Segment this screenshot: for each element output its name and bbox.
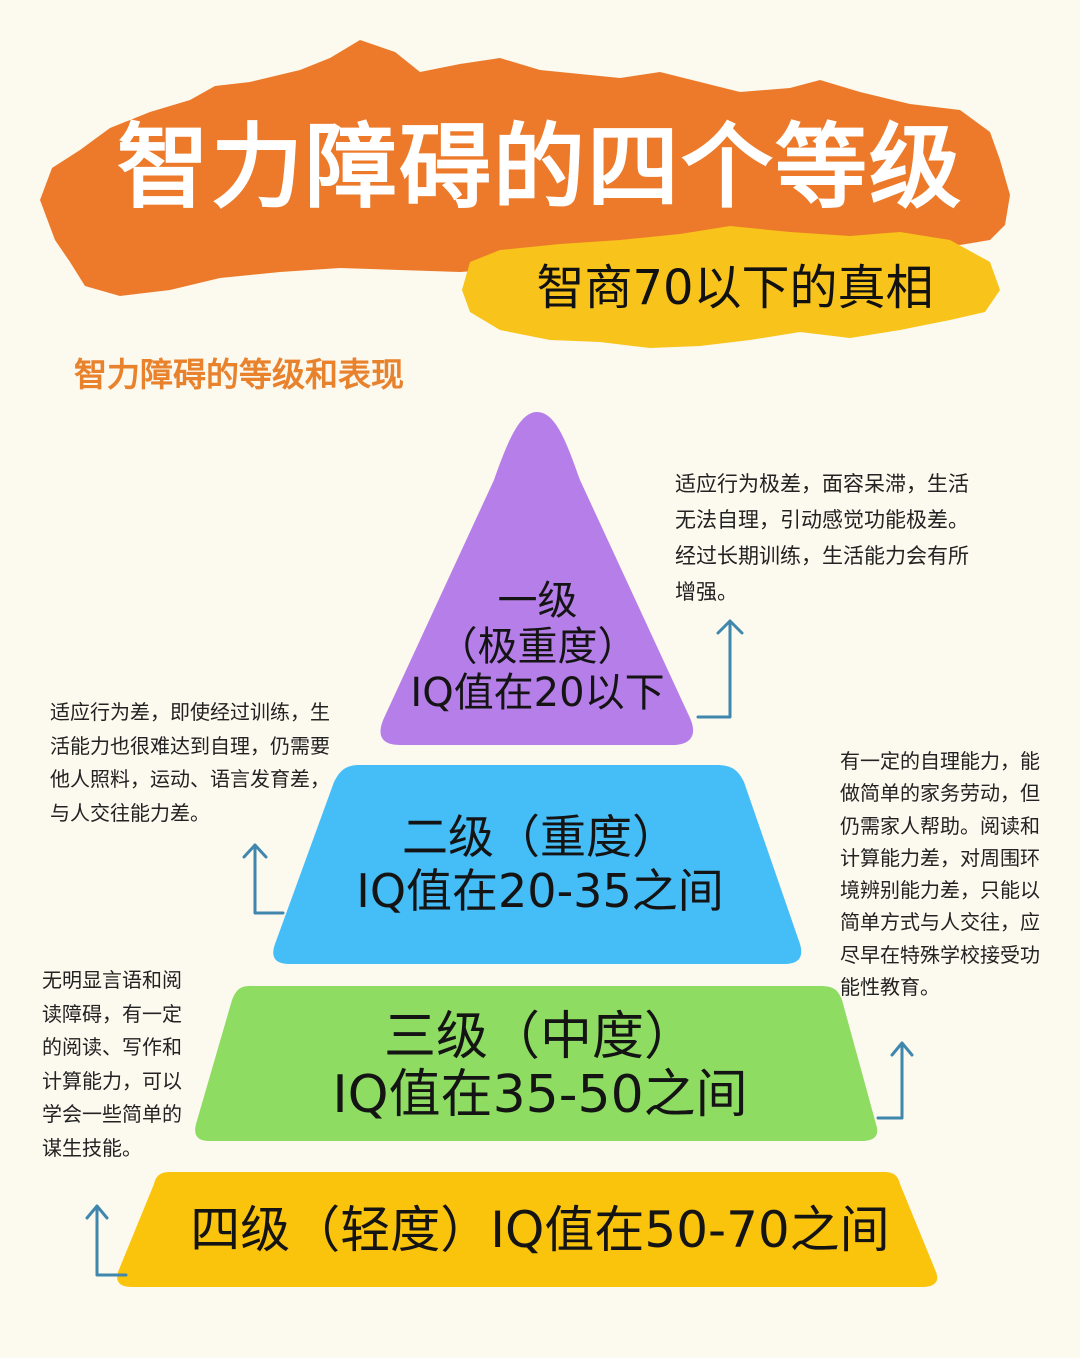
main-title: 智力障碍的四个等级 xyxy=(116,114,963,221)
tier-2-shape xyxy=(273,765,802,964)
tier-3-level: 三级（中度） xyxy=(383,1007,696,1067)
tier-2-level: 二级（重度） xyxy=(402,810,678,864)
arrow-icon xyxy=(876,1041,914,1120)
yellow-brush-stroke xyxy=(462,226,1000,348)
section-heading: 智力障碍的等级和表现 xyxy=(74,355,404,394)
tier-1-label: 一级 （极重度） IQ值在20以下 xyxy=(380,578,695,716)
tier-1-description: 适应行为极差，面容呆滞，生活无法自理，引动感觉功能极差。经过长期训练，生活能力会… xyxy=(675,472,969,604)
tier-1-iq-range: IQ值在20以下 xyxy=(410,670,665,716)
tier-4-label: 四级（轻度）IQ值在50-70之间 xyxy=(140,1200,940,1260)
tier-1-severity: （极重度） xyxy=(437,624,638,670)
arrow-icon xyxy=(696,619,744,719)
tier-4-full-label: 四级（轻度）IQ值在50-70之间 xyxy=(190,1201,890,1259)
tier-1-shape xyxy=(380,412,694,745)
tier-3-label: 三级（中度） IQ值在35-50之间 xyxy=(210,1008,870,1124)
tier-4-description: 无明显言语和阅读障碍，有一定的阅读、写作和计算能力，可以学会一些简单的谋生技能。 xyxy=(42,968,182,1160)
tier-3-iq-range: IQ值在35-50之间 xyxy=(332,1065,748,1125)
title-brush-strokes xyxy=(40,40,1010,348)
arrow-icon xyxy=(85,1204,128,1277)
tier-2-iq-range: IQ值在20-35之间 xyxy=(356,864,724,918)
tier-3-description: 有一定的自理能力，能做简单的家务劳动，但仍需家人帮助。阅读和计算能力差，对周围环… xyxy=(840,749,1040,1000)
tier-2-description: 适应行为差，即使经过训练，生活能力也很难达到自理，仍需要他人照料，运动、语言发育… xyxy=(50,700,330,825)
tier-1-level: 一级 xyxy=(497,578,578,624)
tier-4-shape xyxy=(117,1172,938,1287)
tier-2-label: 二级（重度） IQ值在20-35之间 xyxy=(290,810,790,918)
tier-3-shape xyxy=(195,986,878,1141)
subtitle: 智商70以下的真相 xyxy=(536,260,934,316)
arrow-icon xyxy=(242,843,285,915)
